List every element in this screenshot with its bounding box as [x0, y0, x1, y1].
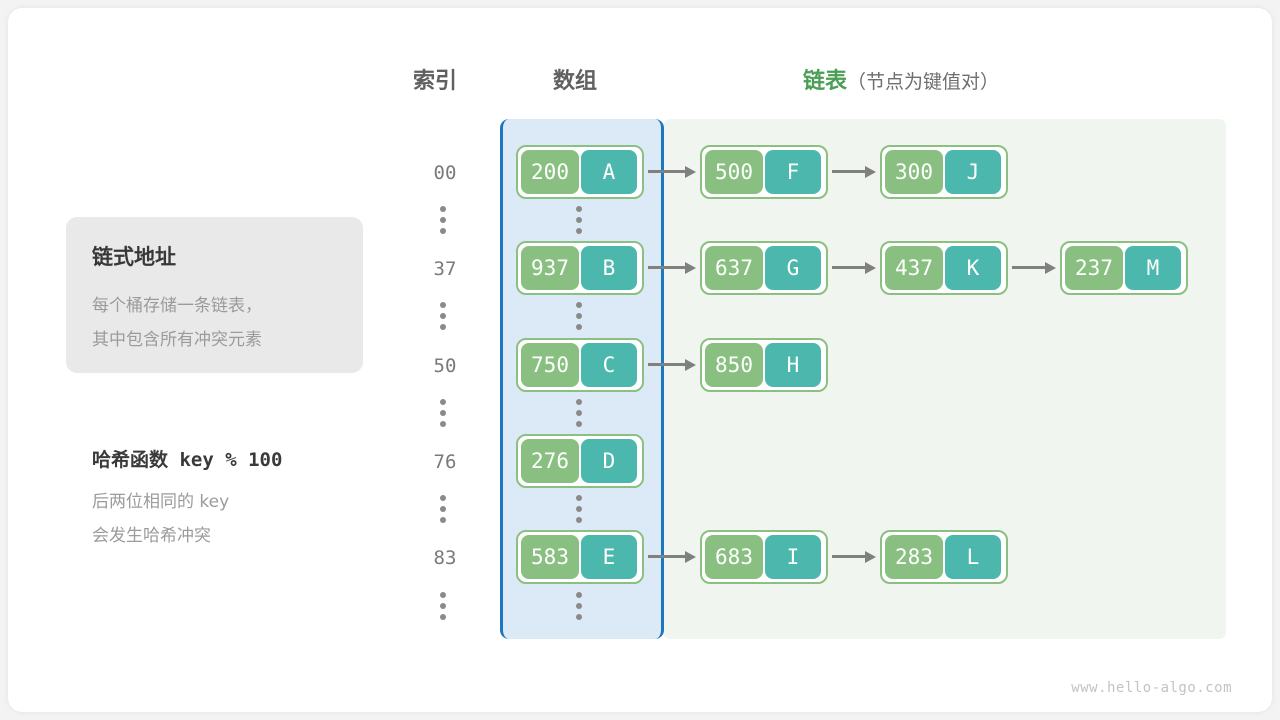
ellipsis-dots	[440, 399, 448, 432]
info-card-title: 链式地址	[92, 246, 176, 269]
ellipsis-dots	[576, 399, 584, 432]
bucket-index-label: 83	[433, 547, 457, 569]
chain-arrow	[648, 166, 696, 178]
node-value: H	[765, 343, 821, 387]
node-value: D	[581, 439, 637, 483]
bucket-index-label: 76	[433, 451, 457, 473]
node-key: 937	[521, 246, 579, 290]
node-key: 637	[705, 246, 763, 290]
node-value: L	[945, 535, 1001, 579]
ellipsis-dots	[576, 592, 584, 625]
hash-function-title: 哈希函数 key % 100	[92, 449, 283, 471]
ellipsis-dots	[440, 592, 448, 625]
chain-arrow	[832, 166, 876, 178]
hash-function-line-2: 会发生哈希冲突	[92, 526, 211, 546]
node-value: M	[1125, 246, 1181, 290]
node-key: 500	[705, 150, 763, 194]
node-key: 750	[521, 343, 579, 387]
ellipsis-dots	[576, 302, 584, 335]
chain-arrow	[648, 359, 696, 371]
bucket-index-label: 50	[433, 355, 457, 377]
ellipsis-dots	[440, 495, 448, 528]
header-array: 数组	[553, 68, 598, 93]
header-linked-list: 链表（节点为键值对）	[803, 63, 999, 95]
ellipsis-dots	[440, 206, 448, 239]
chain-arrow	[832, 551, 876, 563]
bucket-index-label: 00	[433, 162, 457, 184]
node-value: F	[765, 150, 821, 194]
hash-function-line-1: 后两位相同的 key	[92, 492, 230, 512]
header-linked-list-main: 链表	[803, 68, 848, 93]
info-card-line-1: 每个桶存储一条链表，	[92, 296, 262, 315]
node-key: 583	[521, 535, 579, 579]
diagram-canvas: 索引 数组 链表（节点为键值对） 链式地址 每个桶存储一条链表， 其中包含所有冲…	[8, 8, 1272, 712]
info-card	[66, 217, 363, 373]
chain-arrow	[648, 262, 696, 274]
node-value: J	[945, 150, 1001, 194]
header-linked-list-sub: （节点为键值对）	[847, 72, 1000, 93]
chain-arrow	[648, 551, 696, 563]
info-card-line-2: 其中包含所有冲突元素	[92, 330, 262, 349]
node-key: 283	[885, 535, 943, 579]
node-value: E	[581, 535, 637, 579]
chain-arrow	[832, 262, 876, 274]
bucket-index-label: 37	[433, 258, 457, 280]
watermark: www.hello-algo.com	[1071, 680, 1232, 696]
ellipsis-dots	[440, 302, 448, 335]
node-key: 276	[521, 439, 579, 483]
node-value: G	[765, 246, 821, 290]
node-key: 437	[885, 246, 943, 290]
node-value: K	[945, 246, 1001, 290]
ellipsis-dots	[576, 495, 584, 528]
node-value: C	[581, 343, 637, 387]
chain-arrow	[1012, 262, 1056, 274]
node-key: 850	[705, 343, 763, 387]
header-index: 索引	[413, 68, 458, 93]
ellipsis-dots	[576, 206, 584, 239]
node-value: I	[765, 535, 821, 579]
node-key: 200	[521, 150, 579, 194]
node-value: A	[581, 150, 637, 194]
node-key: 300	[885, 150, 943, 194]
node-key: 237	[1065, 246, 1123, 290]
node-value: B	[581, 246, 637, 290]
node-key: 683	[705, 535, 763, 579]
